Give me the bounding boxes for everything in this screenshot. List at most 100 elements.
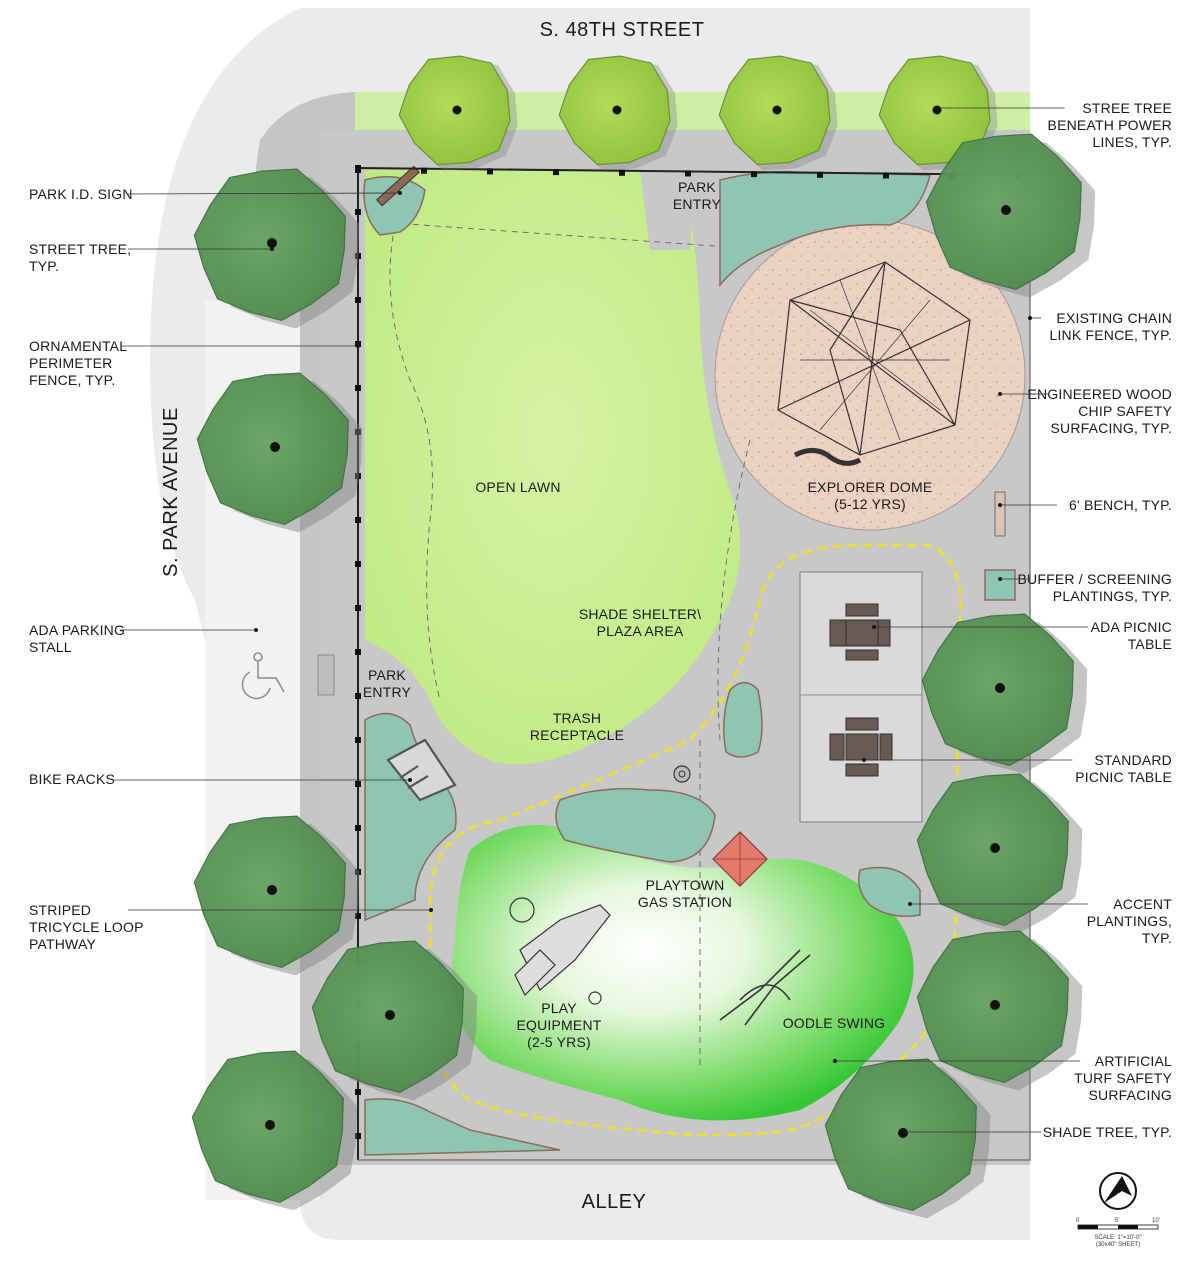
tree-dark-2 bbox=[196, 372, 363, 533]
callout-line: SHADE TREE, TYP. bbox=[1043, 1124, 1172, 1140]
street-north-label: S. 48TH STREET bbox=[540, 19, 705, 41]
area-label-open-lawn-line: OPEN LAWN bbox=[475, 479, 560, 495]
scale-note-1: SCALE: 1"=10'-0" bbox=[1094, 1235, 1141, 1241]
tree-dark-3 bbox=[193, 815, 360, 976]
open-lawn-area bbox=[365, 170, 741, 765]
area-label-oodle-swing: OODLE SWING bbox=[783, 1015, 886, 1031]
ada-picnic-table bbox=[829, 603, 891, 661]
callout-line: ACCENT bbox=[1113, 896, 1172, 912]
callout-bench: 6' BENCH, TYP. bbox=[998, 497, 1172, 513]
callout-line: BIKE RACKS bbox=[29, 771, 115, 787]
existing-chain-link-fence bbox=[358, 175, 1031, 1161]
street-tree-light-2 bbox=[558, 55, 678, 171]
explorer-dome-net bbox=[777, 261, 971, 466]
area-label-park-entry-north-line: ENTRY bbox=[673, 196, 722, 212]
standard-picnic-table bbox=[829, 717, 893, 777]
callout-line: 6' BENCH, TYP. bbox=[1069, 497, 1172, 513]
tree-dark-1 bbox=[193, 168, 360, 329]
callout-line: STREE TREE bbox=[1082, 100, 1172, 116]
callout-line: TABLE bbox=[1128, 636, 1172, 652]
west-walk bbox=[255, 92, 355, 1165]
callout-line: ADA PARKING bbox=[29, 622, 125, 638]
tree-dark-4 bbox=[191, 1050, 358, 1211]
area-label-play-equipment-line: PLAY bbox=[541, 1000, 577, 1016]
callout-line: TRICYCLE LOOP bbox=[29, 919, 144, 935]
area-label-playtown-line: PLAYTOWN bbox=[646, 877, 725, 893]
callout-shade-tree-text: SHADE TREE, TYP. bbox=[1043, 1124, 1172, 1140]
area-label-play-equipment-line: EQUIPMENT bbox=[516, 1017, 601, 1033]
street-south-label: ALLEY bbox=[582, 1191, 647, 1213]
callout-line: FENCE, TYP. bbox=[29, 372, 116, 388]
callout-street-tree-text: STREET TREE,TYP. bbox=[29, 241, 131, 274]
area-label-open-lawn: OPEN LAWN bbox=[475, 479, 560, 495]
callout-line: PARK I.D. SIGN bbox=[29, 186, 133, 202]
callout-line: ADA PICNIC bbox=[1091, 619, 1172, 635]
area-label-explorer-dome-line: EXPLORER DOME bbox=[808, 479, 933, 495]
area-label-playtown-line: GAS STATION bbox=[638, 894, 732, 910]
callout-line: STREET TREE, bbox=[29, 241, 131, 257]
callout-line: PATHWAY bbox=[29, 936, 96, 952]
callout-line: PERIMETER bbox=[29, 355, 112, 371]
callout-line: LINES, TYP. bbox=[1092, 134, 1172, 150]
area-label-oodle-swing-line: OODLE SWING bbox=[783, 1015, 886, 1031]
callout-bike-racks: BIKE RACKS bbox=[29, 771, 412, 787]
artificial-turf-area bbox=[451, 825, 914, 1121]
callout-shade-tree: SHADE TREE, TYP. bbox=[901, 1124, 1172, 1140]
area-label-play-equipment-line: (2-5 YRS) bbox=[527, 1034, 591, 1050]
callout-line: SURFACING, TYP. bbox=[1050, 420, 1172, 436]
area-label-shade-shelter-line: SHADE SHELTER\ bbox=[579, 606, 701, 622]
tree-dark-9 bbox=[916, 930, 1083, 1091]
street-and-shade-trees bbox=[191, 133, 1096, 1219]
area-label-explorer-dome-line: (5-12 YRS) bbox=[834, 496, 906, 512]
area-label-park-entry-west-line: PARK bbox=[368, 667, 406, 683]
callouts-left: PARK I.D. SIGN STREET TREE,TYP. ORNAMENTAL… bbox=[29, 186, 433, 952]
callout-park-id-sign: PARK I.D. SIGN bbox=[29, 186, 402, 202]
buffer-screening-plantings bbox=[363, 170, 1016, 1156]
scale-tick-10: 10' bbox=[1152, 1218, 1160, 1224]
callout-line: ARTIFICIAL bbox=[1095, 1053, 1172, 1069]
tree-dark-6 bbox=[925, 133, 1096, 298]
dashed-path-lines bbox=[389, 224, 751, 1070]
tree-dark-8 bbox=[916, 773, 1083, 934]
street-tree-light-1 bbox=[398, 55, 518, 171]
scale-tick-0: 0 bbox=[1076, 1218, 1080, 1224]
area-label-trash-receptacle-line: TRASH bbox=[553, 710, 601, 726]
graphic-scale: 0 5' 10' SCALE: 1"=10'-0" (30x40" SHEET) bbox=[1076, 1218, 1160, 1248]
callout-line: ORNAMENTAL bbox=[29, 338, 127, 354]
ada-parking-stall-marker bbox=[317, 654, 335, 696]
tree-dark-10 bbox=[824, 1058, 991, 1219]
callout-park-id-sign-text: PARK I.D. SIGN bbox=[29, 186, 133, 202]
area-label-trash-receptacle-line: RECEPTACLE bbox=[530, 727, 624, 743]
callout-line: BENEATH POWER bbox=[1048, 117, 1172, 133]
play-equipment-structure bbox=[509, 897, 611, 1005]
striped-tricycle-loop bbox=[428, 543, 962, 1137]
street-west-label: S. PARK AVENUE bbox=[160, 407, 182, 577]
callout-line: TYP. bbox=[1142, 930, 1172, 946]
callout-line: BUFFER / SCREENING bbox=[1017, 571, 1172, 587]
scale-tick-5: 5' bbox=[1115, 1218, 1119, 1224]
callout-bike-racks-text: BIKE RACKS bbox=[29, 771, 115, 787]
callout-line: EXISTING CHAIN bbox=[1056, 310, 1172, 326]
area-label-park-entry-north-line: PARK bbox=[678, 179, 716, 195]
bike-racks-symbol bbox=[386, 738, 457, 802]
